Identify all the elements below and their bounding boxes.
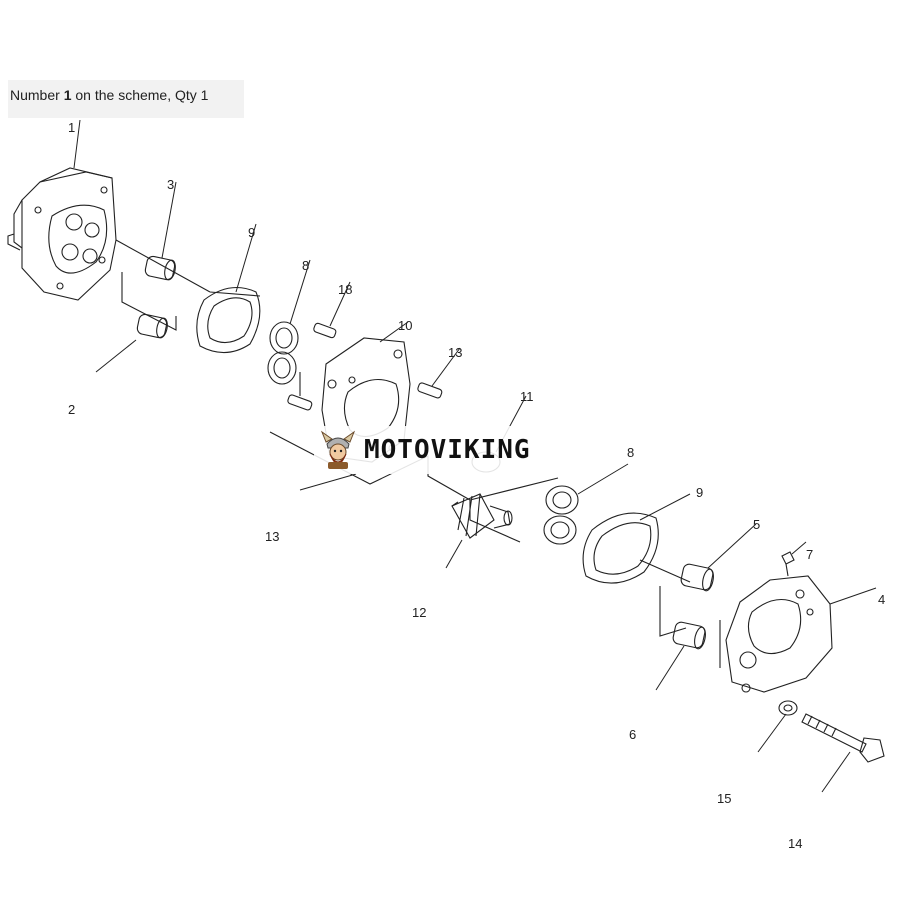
part-bushing-3 xyxy=(144,255,176,281)
callout-13-upper: 13 xyxy=(448,345,463,360)
callout-1: 1 xyxy=(68,120,76,135)
caption-suffix: on the scheme, Qty 1 xyxy=(71,87,209,103)
part-seal-8-upper xyxy=(267,321,299,385)
viking-mascot-icon xyxy=(320,430,356,469)
callout-12: 12 xyxy=(412,605,427,620)
part-bushing-2 xyxy=(136,313,168,339)
part-gear-shaft-12 xyxy=(451,493,513,539)
callout-3: 3 xyxy=(167,177,175,192)
part-rear-housing-4 xyxy=(725,575,833,693)
callout-6: 6 xyxy=(629,727,637,742)
part-pin-18 xyxy=(313,322,337,339)
part-seal-8-lower xyxy=(543,485,579,545)
assembly-axis-middle xyxy=(269,372,559,543)
callout-8-upper: 8 xyxy=(302,258,310,273)
motoviking-logo: MOTOVIKING xyxy=(314,426,586,474)
callout-9-lower: 9 xyxy=(696,485,704,500)
callout-18: 18 xyxy=(338,282,353,297)
callout-4: 4 xyxy=(878,592,886,607)
part-bushing-5 xyxy=(680,563,714,592)
callout-10: 10 xyxy=(398,318,413,333)
part-plug-7 xyxy=(781,551,795,577)
leader-lines xyxy=(73,119,877,793)
callout-2: 2 xyxy=(68,402,76,417)
part-gasket-9-lower xyxy=(582,512,659,584)
caption-prefix: Number xyxy=(10,87,64,103)
callout-9-upper: 9 xyxy=(248,225,256,240)
part-washer-15 xyxy=(778,700,798,716)
callout-15: 15 xyxy=(717,791,732,806)
callout-11: 11 xyxy=(520,389,534,404)
callout-13-lower: 13 xyxy=(265,529,280,544)
logo-wordmark: MOTOVIKING xyxy=(364,435,531,465)
part-bolt-14 xyxy=(801,713,885,763)
part-pin-13 xyxy=(287,382,443,411)
callout-14: 14 xyxy=(788,836,803,851)
scheme-caption: Number 1 on the scheme, Qty 1 xyxy=(8,80,244,118)
part-bushing-6 xyxy=(672,621,706,650)
part-front-housing xyxy=(7,167,117,301)
callout-5: 5 xyxy=(753,517,761,532)
assembly-axis-top xyxy=(115,239,261,331)
callout-8-lower: 8 xyxy=(627,445,635,460)
callout-7: 7 xyxy=(806,547,814,562)
part-gasket-9-upper xyxy=(196,286,261,354)
caption-part-number: 1 xyxy=(63,87,72,103)
